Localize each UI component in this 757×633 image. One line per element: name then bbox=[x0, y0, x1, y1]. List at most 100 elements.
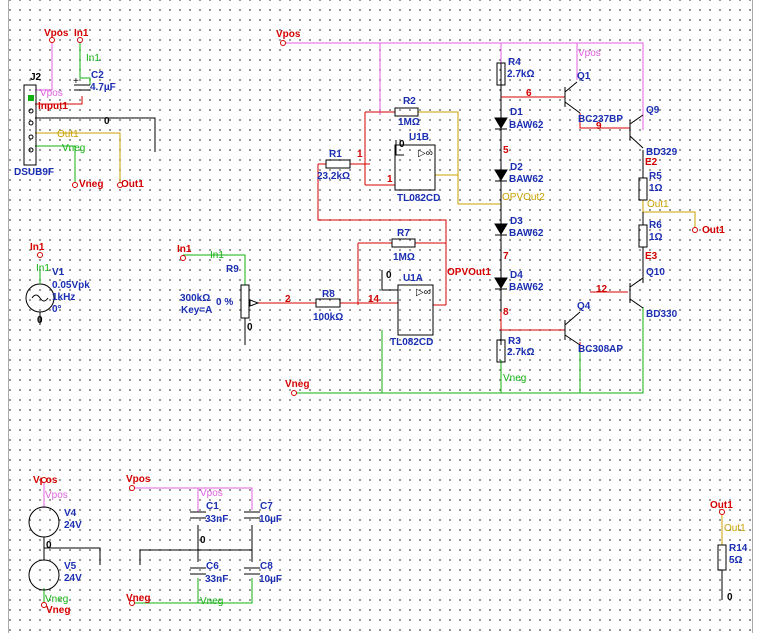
net-vneg-r3: Vneg bbox=[503, 373, 526, 384]
u1b-value: TL082CD bbox=[397, 193, 440, 204]
net-opvout2: OPVOut2 bbox=[502, 192, 545, 203]
d2-value: BAW62 bbox=[509, 174, 544, 185]
r6-value: 1Ω bbox=[649, 232, 663, 243]
diode-d3[interactable]: D3 BAW62 bbox=[494, 216, 544, 239]
net-in1-r9: In1 bbox=[177, 244, 192, 255]
resistor-r6[interactable]: R6 1Ω bbox=[638, 220, 663, 248]
r3-value: 2.7kΩ bbox=[507, 347, 534, 358]
net-out1-gold: Out1 bbox=[57, 129, 79, 140]
net-vpos-cp: Vpos bbox=[200, 488, 223, 499]
net-6: 6 bbox=[526, 88, 532, 99]
sheet-border-left bbox=[0, 0, 9, 633]
net-vneg-v5: Vneg bbox=[45, 594, 68, 605]
resistor-r3[interactable]: R3 2.7kΩ bbox=[496, 336, 534, 363]
d4-ref: D4 bbox=[510, 270, 523, 281]
source-v1[interactable]: V1 0.05Vpk 1kHz 0° bbox=[25, 267, 90, 325]
net-vneg-j2: Vneg bbox=[79, 179, 103, 190]
net-vpos-q1: Vpos bbox=[578, 48, 601, 59]
c7-ref: C7 bbox=[260, 501, 273, 512]
c6-ref: C6 bbox=[206, 561, 219, 572]
net-vpos-v4p: Vpos bbox=[45, 490, 68, 501]
resistor-r8[interactable]: R8 100kΩ bbox=[313, 289, 343, 323]
u1b-ref: U1B bbox=[409, 132, 429, 143]
opamp-u1b[interactable]: ▷∞ U1B TL082CD bbox=[394, 132, 440, 204]
r4-value: 2.7kΩ bbox=[507, 69, 534, 80]
net-vneg-v5r: Vneg bbox=[46, 605, 70, 616]
r9-pct: 0 % bbox=[216, 297, 233, 308]
potentiometer-r9[interactable]: R9 300kΩ 0 % Key=A bbox=[180, 264, 260, 319]
transistor-q9[interactable]: Q9 BD329 bbox=[629, 105, 678, 158]
net-8: 8 bbox=[503, 307, 509, 318]
net-vneg-cg: Vneg bbox=[200, 596, 223, 607]
resistor-r5[interactable]: R5 1Ω bbox=[638, 171, 663, 201]
net-0-c: 0 bbox=[200, 535, 206, 546]
r9-key: Key=A bbox=[181, 305, 212, 316]
diode-d2[interactable]: D2 BAW62 bbox=[494, 162, 544, 185]
net-e3: E3 bbox=[645, 251, 658, 262]
net-labels: Vpos In1 In1 Vpos Input1 0 Out1 Vneg Vne… bbox=[30, 28, 746, 616]
net-out1-j2: Out1 bbox=[121, 179, 144, 190]
net-1-b: 1 bbox=[387, 174, 393, 185]
c8-value: 10µF bbox=[259, 574, 282, 585]
wires bbox=[35, 37, 723, 604]
net-out1-r14g: Out1 bbox=[724, 523, 746, 534]
q1-ref: Q1 bbox=[577, 71, 591, 82]
j2-value: DSUB9F bbox=[14, 167, 54, 178]
capacitor-c2[interactable]: + C2 4.7µF bbox=[73, 70, 116, 93]
pin-input1: Input1 bbox=[38, 101, 68, 112]
net-0-r9: 0 bbox=[247, 322, 253, 333]
d3-value: BAW62 bbox=[509, 228, 544, 239]
r1-ref: R1 bbox=[329, 149, 342, 160]
r8-ref: R8 bbox=[322, 289, 335, 300]
net-in1-green: In1 bbox=[86, 53, 100, 64]
q9-ref: Q9 bbox=[646, 105, 660, 116]
net-out1-gold2: Out1 bbox=[647, 199, 669, 210]
capacitor-c6[interactable]: C6 33nF bbox=[190, 561, 228, 585]
r4-ref: R4 bbox=[508, 57, 521, 68]
opamp-u1a[interactable]: ▷∞ U1A TL082CD bbox=[390, 273, 434, 348]
v4-ref: V4 bbox=[64, 508, 77, 519]
capacitor-c8[interactable]: C8 10µF bbox=[244, 561, 282, 585]
q10-value: BD330 bbox=[646, 309, 678, 320]
diode-d1[interactable]: D1 BAW62 bbox=[494, 107, 544, 131]
resistor-r2[interactable]: R2 1MΩ bbox=[394, 96, 420, 128]
net-vneg-c: Vneg bbox=[126, 593, 150, 604]
net-in1-v1: In1 bbox=[30, 242, 45, 253]
net-opvout1: OPVOut1 bbox=[447, 267, 491, 278]
capacitor-c7[interactable]: C7 10µF bbox=[244, 501, 282, 525]
net-12: 12 bbox=[596, 284, 608, 295]
c1-ref: C1 bbox=[206, 501, 219, 512]
net-vpos-j2: Vpos bbox=[44, 28, 69, 39]
net-0-j2: 0 bbox=[104, 116, 110, 127]
r9-ref: R9 bbox=[226, 264, 239, 275]
resistor-r7[interactable]: R7 1MΩ bbox=[391, 228, 416, 263]
diode-d4[interactable]: D4 BAW62 bbox=[494, 270, 544, 293]
resistor-r14[interactable]: R14 5Ω bbox=[717, 543, 748, 571]
j2-ref: J2 bbox=[30, 72, 42, 83]
r3-ref: R3 bbox=[508, 336, 521, 347]
q9-value: BD329 bbox=[646, 147, 678, 158]
resistor-r1[interactable]: R1 23.2kΩ bbox=[317, 149, 351, 182]
transistor-q4[interactable]: Q4 BC308AP bbox=[564, 301, 623, 355]
resistor-r4[interactable]: R4 2.7kΩ bbox=[496, 57, 534, 86]
source-v5[interactable]: V5 24V bbox=[28, 559, 82, 591]
r5-ref: R5 bbox=[649, 171, 662, 182]
transistor-q10[interactable]: Q10 BD330 bbox=[629, 267, 678, 320]
connector-j2[interactable]: J2 DSUB9F bbox=[14, 72, 54, 178]
v5-ref: V5 bbox=[64, 561, 77, 572]
net-0-r14: 0 bbox=[727, 592, 733, 603]
r14-value: 5Ω bbox=[729, 555, 743, 566]
net-2: 2 bbox=[285, 294, 291, 305]
capacitor-c1[interactable]: C1 33nF bbox=[190, 501, 228, 525]
svg-text:▷∞: ▷∞ bbox=[416, 287, 431, 298]
source-v4[interactable]: V4 24V bbox=[28, 506, 82, 538]
transistor-q1[interactable]: Q1 BC237BP bbox=[564, 71, 623, 125]
r1-value: 23.2kΩ bbox=[317, 171, 350, 182]
net-7: 7 bbox=[503, 251, 509, 262]
d4-value: BAW62 bbox=[509, 282, 544, 293]
q4-value: BC308AP bbox=[578, 344, 623, 355]
net-9: 9 bbox=[596, 121, 602, 132]
v1-amp: 0.05Vpk bbox=[52, 280, 90, 291]
